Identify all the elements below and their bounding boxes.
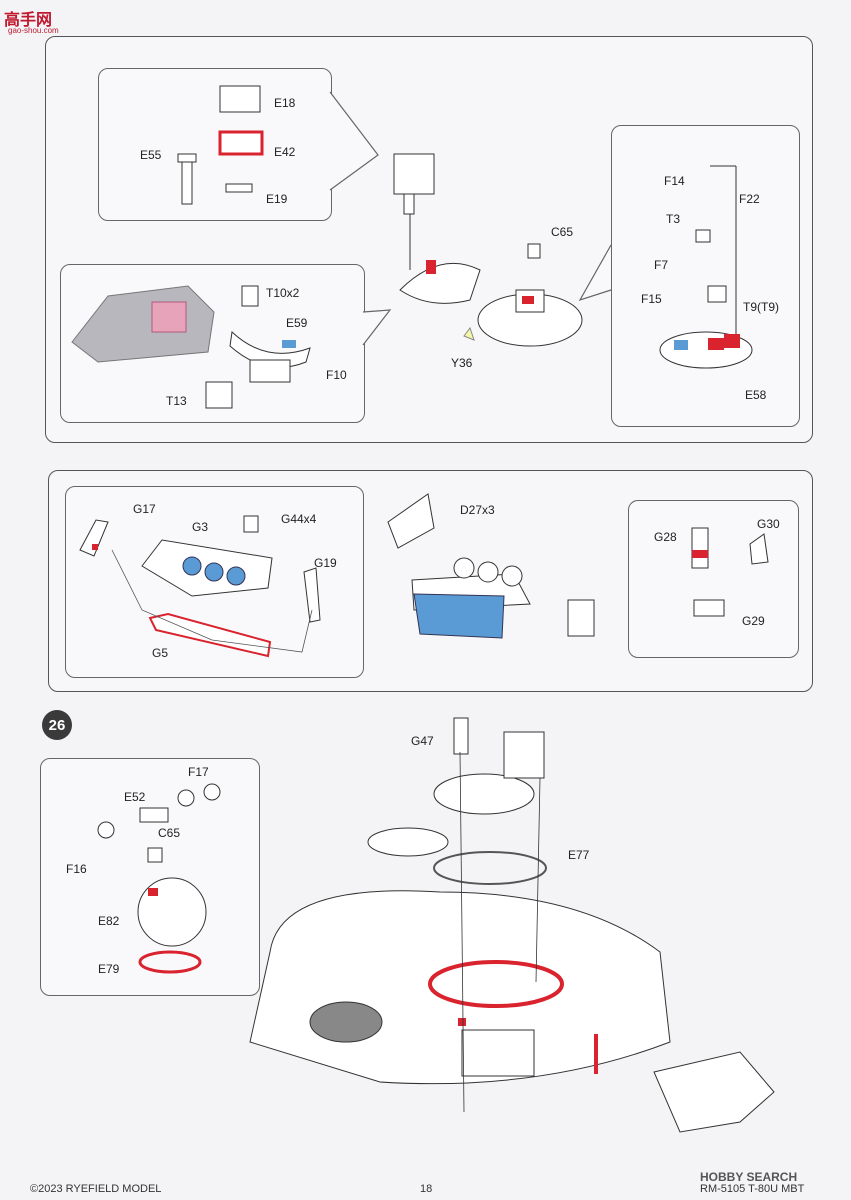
label-g30: G30 [757, 517, 780, 531]
label-e42: E42 [274, 145, 296, 159]
label-t13: T13 [166, 394, 187, 408]
label-g28: G28 [654, 530, 677, 544]
label-e79: E79 [98, 962, 120, 976]
label-g17: G17 [133, 502, 156, 516]
label-e19: E19 [266, 192, 288, 206]
turret-main-assembly-drawing [249, 717, 775, 1133]
stowage-box-assembly-drawing [79, 515, 321, 658]
label-f7: F7 [654, 258, 669, 272]
part-t13-drawing [205, 381, 233, 409]
label-c65: C65 [551, 225, 574, 239]
subassembly-g28-parts [628, 500, 799, 658]
part-e19-drawing [225, 183, 253, 193]
footer-copyright: ©2023 RYEFIELD MODEL [30, 1183, 162, 1195]
footer-search-watermark: HOBBY SEARCH [700, 1170, 798, 1184]
part-t10-drawing [241, 285, 259, 307]
label-f10: F10 [326, 368, 347, 382]
label-t10: T10x2 [266, 286, 300, 300]
turret-section-drawing [71, 285, 215, 363]
hatch-assembly-drawing [97, 783, 221, 974]
label-d27: D27x3 [460, 503, 495, 517]
part-e42-drawing [218, 130, 264, 156]
part-e59-drawing [229, 330, 311, 383]
label-e18: E18 [274, 96, 296, 110]
stowage-rack-main-drawing [387, 493, 595, 639]
part-e18-drawing [219, 85, 261, 113]
part-e55-drawing [177, 153, 197, 205]
label-e82: E82 [98, 914, 120, 928]
label-e59: E59 [286, 316, 308, 330]
subassembly-e-parts [98, 68, 332, 221]
label-t3: T3 [666, 212, 681, 226]
commander-cupola-drawing [659, 165, 753, 369]
label-f15: F15 [641, 292, 662, 306]
label-f16: F16 [66, 862, 87, 876]
subassembly-hatch-parts [40, 758, 260, 996]
label-y36: Y36 [451, 356, 473, 370]
label-f17: F17 [188, 765, 209, 779]
label-g29: G29 [742, 614, 765, 628]
bracket-assembly-drawing [691, 527, 769, 617]
label-e58: E58 [745, 388, 767, 402]
label-g47: G47 [411, 734, 434, 748]
footer-page-number: 18 [420, 1183, 433, 1195]
subassembly-f-parts [611, 125, 800, 427]
footer-product-code: RM-5105 T-80U MBT [700, 1183, 805, 1195]
step-number-badge: 26 [42, 710, 72, 740]
label-e77: E77 [568, 848, 590, 862]
watermark-logo: 高手网 [4, 12, 53, 29]
label-g5: G5 [152, 646, 169, 660]
label-e52: E52 [124, 790, 146, 804]
label-f14: F14 [664, 174, 685, 188]
turret-hatch-assembly-drawing [393, 153, 583, 347]
label-c65-step26: C65 [158, 826, 181, 840]
label-t9: T9(T9) [743, 300, 779, 314]
label-f22: F22 [739, 192, 760, 206]
watermark-url: gao-shou.com [8, 26, 59, 35]
label-g44: G44x4 [281, 512, 317, 526]
label-g19: G19 [314, 556, 337, 570]
label-e55: E55 [140, 148, 162, 162]
label-g3: G3 [192, 520, 209, 534]
